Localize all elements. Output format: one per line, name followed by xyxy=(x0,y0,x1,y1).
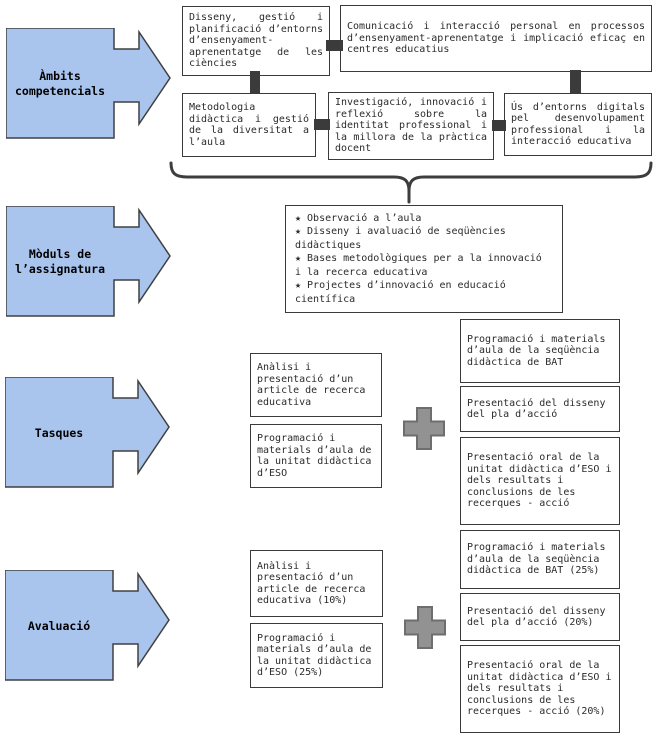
curly-brace xyxy=(169,161,653,204)
block-arrow-tasques xyxy=(5,377,170,488)
tasques-label: Tasques xyxy=(34,425,84,440)
eval-box-article: Anàlisi i presentació d’un article de re… xyxy=(250,550,383,617)
block-arrow-shape xyxy=(5,570,170,681)
competency-box-entorns-digitals: Ús d’entorns digitals pel desenvolupamen… xyxy=(504,93,652,156)
plus-icon xyxy=(403,407,445,450)
task-text: Anàlisi i presentació d’un article de re… xyxy=(257,362,366,408)
eval-box-seq-bat: Programació i materials d’aula de la seq… xyxy=(460,530,620,589)
ambits-label: Àmbits competencials xyxy=(14,69,105,98)
task-box-programacio-eso: Programació i materials d’aula de la uni… xyxy=(250,424,382,488)
eval-box-programacio-eso: Programació i materials d’aula de la uni… xyxy=(250,623,383,688)
block-arrow-moduls xyxy=(6,206,171,317)
plus-icon xyxy=(404,606,446,649)
module-item: ★Disseny i avaluació de seqüències didàc… xyxy=(295,225,553,252)
task-box-pla-accio: Presentació del disseny del pla d’acció xyxy=(460,386,620,432)
eval-text: Presentació del disseny del pla d’acció … xyxy=(467,605,606,629)
task-box-seq-bat: Programació i materials d’aula de la seq… xyxy=(460,319,620,383)
task-text: Presentació del disseny del pla d’acció xyxy=(467,397,606,421)
module-item-text: Observació a l’aula xyxy=(307,212,422,224)
task-text: Presentació oral de la unitat didàctica … xyxy=(467,452,612,510)
module-list-box: ★Observació a l’aula ★Disseny i avaluaci… xyxy=(285,205,563,313)
connector-bar xyxy=(250,71,260,94)
competency-box-investigacio: Investigació, innovació i reflexió sobre… xyxy=(328,92,494,160)
eval-text: Programació i materials d’aula de la uni… xyxy=(257,632,372,679)
connector-bar xyxy=(570,70,581,94)
eval-text: Anàlisi i presentació d’un article de re… xyxy=(257,560,366,607)
task-box-article: Anàlisi i presentació d’un article de re… xyxy=(250,353,382,417)
star-bullet-icon: ★ xyxy=(295,212,302,224)
competency-text: Disseny, gestió i planificació d’entorns… xyxy=(189,12,323,70)
module-item: ★Projectes d’innovació en educació cient… xyxy=(295,279,553,306)
eval-box-presentacio-oral: Presentació oral de la unitat didàctica … xyxy=(460,645,620,733)
moduls-label: Mòduls de l’assignatura xyxy=(14,247,105,276)
task-box-presentacio-oral: Presentació oral de la unitat didàctica … xyxy=(460,437,620,525)
block-arrow-shape xyxy=(5,377,170,488)
task-text: Programació i materials d’aula de la uni… xyxy=(257,433,372,479)
connector-bar xyxy=(314,119,330,130)
block-arrow-shape xyxy=(6,206,171,317)
star-bullet-icon: ★ xyxy=(295,226,302,238)
block-arrow-avaluacio xyxy=(5,570,170,681)
competency-box-metodologia: Metodologia didàctica i gestió de la div… xyxy=(182,93,316,157)
star-bullet-icon: ★ xyxy=(295,280,302,292)
connector-bar xyxy=(326,40,343,51)
task-text: Programació i materials d’aula de la seq… xyxy=(467,333,606,368)
block-arrow-ambits xyxy=(6,28,171,139)
eval-box-pla-accio: Presentació del disseny del pla d’acció … xyxy=(460,593,620,641)
competency-box-disseny: Disseny, gestió i planificació d’entorns… xyxy=(182,6,330,76)
module-item: ★Bases metodològiques per a la innovació… xyxy=(295,252,553,279)
module-item-text: Disseny i avaluació de seqüències didàct… xyxy=(295,226,506,251)
star-bullet-icon: ★ xyxy=(295,253,302,265)
competency-text: Comunicació i interacció personal en pro… xyxy=(347,21,645,56)
module-item: ★ Observació a l’aula xyxy=(295,212,553,226)
avaluacio-label: Avaluació xyxy=(27,618,91,633)
connector-bar xyxy=(492,120,506,131)
eval-text: Programació i materials d’aula de la seq… xyxy=(467,542,606,577)
competency-box-comunicacio: Comunicació i interacció personal en pro… xyxy=(340,5,652,72)
module-item-text: Bases metodològiques per a la innovació … xyxy=(295,253,542,278)
competency-text: Investigació, innovació i reflexió sobre… xyxy=(335,97,487,155)
competency-text: Metodologia didàctica i gestió de la div… xyxy=(189,102,309,148)
eval-text: Presentació oral de la unitat didàctica … xyxy=(467,660,612,718)
module-item-text: Projectes d’innovació en educació cientí… xyxy=(295,280,506,305)
block-arrow-shape xyxy=(6,28,171,139)
competency-text: Ús d’entorns digitals pel desenvolupamen… xyxy=(511,101,645,148)
